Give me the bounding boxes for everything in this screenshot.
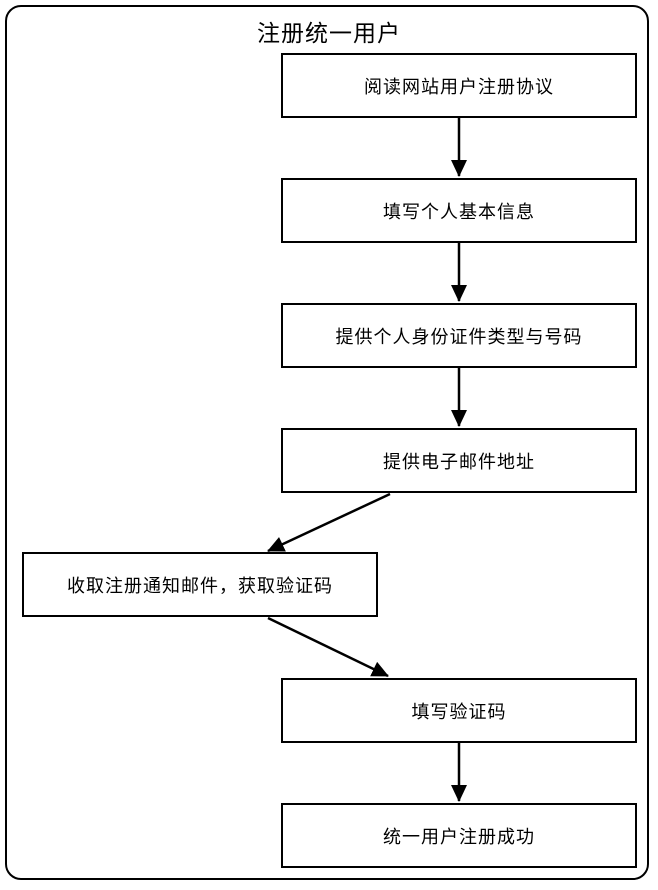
node-provide-email: 提供电子邮件地址 bbox=[281, 428, 637, 493]
node-provide-id-type: 提供个人身份证件类型与号码 bbox=[281, 303, 637, 368]
node-read-agreement: 阅读网站用户注册协议 bbox=[281, 53, 637, 118]
diagram-title: 注册统一用户 bbox=[257, 20, 401, 46]
node-fill-basic-info: 填写个人基本信息 bbox=[281, 178, 637, 243]
arrow-email-to-mail bbox=[267, 492, 391, 553]
node-label: 统一用户注册成功 bbox=[383, 826, 535, 847]
node-label: 收取注册通知邮件，获取验证码 bbox=[67, 575, 333, 596]
node-label: 填写验证码 bbox=[411, 701, 507, 722]
node-label: 提供个人身份证件类型与号码 bbox=[335, 326, 583, 347]
arrow-mail-to-code bbox=[267, 616, 389, 678]
node-register-success: 统一用户注册成功 bbox=[281, 803, 637, 868]
node-fill-code: 填写验证码 bbox=[281, 678, 637, 743]
node-label: 填写个人基本信息 bbox=[383, 201, 535, 222]
node-label: 提供电子邮件地址 bbox=[383, 451, 535, 472]
node-label: 阅读网站用户注册协议 bbox=[364, 76, 554, 97]
node-receive-mail-get-code: 收取注册通知邮件，获取验证码 bbox=[22, 552, 378, 617]
